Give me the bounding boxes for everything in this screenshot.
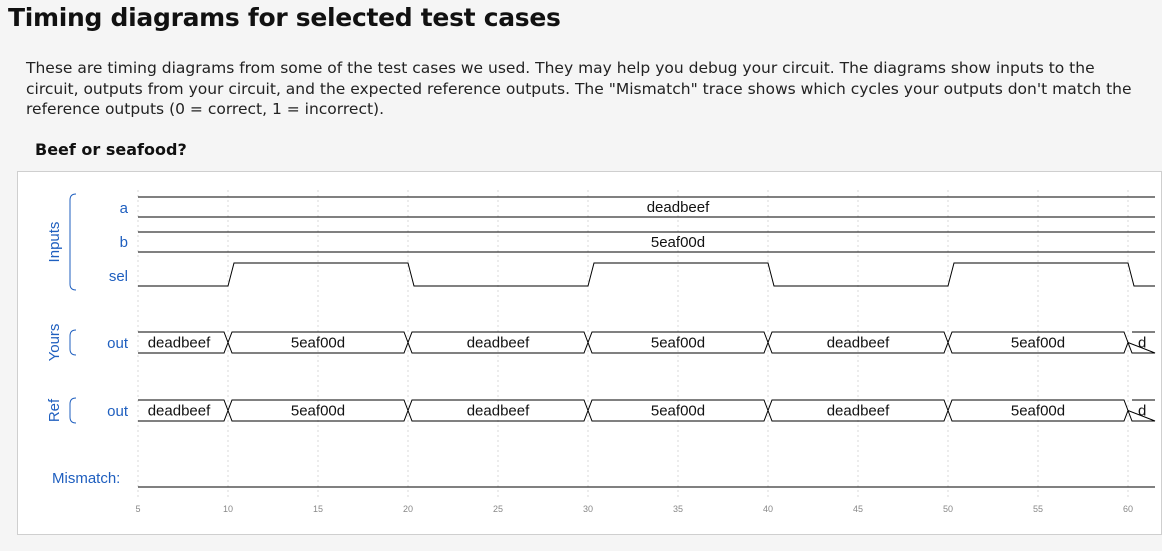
group-label-yours: Yours: [46, 324, 63, 362]
signal-yours-out-segment: [767, 331, 949, 354]
signal-sel-wave: [138, 262, 1155, 287]
signal-ref-out-segment: [1127, 399, 1156, 422]
time-tick-label: 10: [223, 504, 233, 514]
signal-yours-out-value: 5eaf00d: [1011, 335, 1065, 352]
signal-yours-out-value: 5eaf00d: [291, 335, 345, 352]
signal-ref-out-value: d: [1138, 403, 1146, 420]
group-bracket: [69, 193, 77, 291]
time-tick-label: 60: [1123, 504, 1133, 514]
signal-ref-out-segment: [407, 399, 589, 422]
signal-b-value: 5eaf00d: [651, 234, 705, 251]
time-tick-label: 5: [135, 504, 140, 514]
time-tick-label: 50: [943, 504, 953, 514]
signal-ref-out-value: 5eaf00d: [291, 403, 345, 420]
signal-yours-out-segment: [227, 331, 409, 354]
signal-label-yours-out: out: [107, 335, 129, 352]
signal-yours-out-segment: [1127, 331, 1156, 354]
signal-ref-out-value: deadbeef: [148, 403, 211, 420]
signal-yours-out-value: d: [1138, 335, 1146, 352]
signal-label-a: a: [120, 200, 129, 217]
time-tick-label: 25: [493, 504, 503, 514]
group-bracket: [69, 397, 77, 424]
signal-ref-out-segment: [767, 399, 949, 422]
mismatch-label: Mismatch:: [52, 470, 120, 487]
group-label-ref: Ref: [46, 398, 63, 422]
signal-yours-out-value: deadbeef: [148, 335, 211, 352]
signal-label-b: b: [120, 234, 128, 251]
signal-yours-out-segment: [587, 331, 769, 354]
signal-ref-out-segment: [947, 399, 1129, 422]
signal-ref-out-value: 5eaf00d: [1011, 403, 1065, 420]
group-bracket: [69, 329, 77, 356]
time-tick-label: 30: [583, 504, 593, 514]
time-tick-label: 45: [853, 504, 863, 514]
signal-ref-out-segment: [227, 399, 409, 422]
section-heading: Beef or seafood?: [35, 140, 187, 159]
signal-yours-out-value: deadbeef: [827, 335, 890, 352]
signal-ref-out-value: deadbeef: [827, 403, 890, 420]
signal-a-value: deadbeef: [647, 199, 710, 216]
page-description: These are timing diagrams from some of t…: [26, 59, 1132, 118]
time-tick-label: 40: [763, 504, 773, 514]
time-tick-label: 35: [673, 504, 683, 514]
time-tick-label: 55: [1033, 504, 1043, 514]
time-tick-label: 20: [403, 504, 413, 514]
page-title: Timing diagrams for selected test cases: [8, 3, 561, 32]
signal-ref-out-value: deadbeef: [467, 403, 530, 420]
signal-label-ref-out: out: [107, 403, 129, 420]
signal-yours-out-segment: [947, 331, 1129, 354]
signal-ref-out-value: 5eaf00d: [651, 403, 705, 420]
signal-label-sel: sel: [109, 268, 128, 285]
signal-yours-out-value: 5eaf00d: [651, 335, 705, 352]
signal-ref-out-segment: [587, 399, 769, 422]
time-tick-label: 15: [313, 504, 323, 514]
signal-yours-out-segment: [407, 331, 589, 354]
signal-yours-out-value: deadbeef: [467, 335, 530, 352]
group-label-inputs: Inputs: [46, 222, 63, 263]
